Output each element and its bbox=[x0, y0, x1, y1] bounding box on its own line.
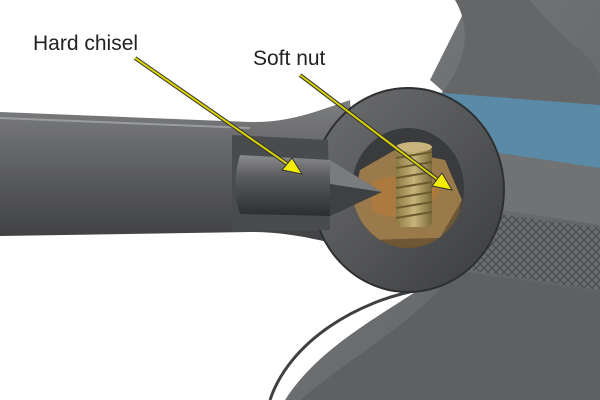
pointer-chisel bbox=[133, 56, 304, 175]
pointer-nut bbox=[298, 73, 453, 191]
vice-lower bbox=[300, 270, 600, 400]
label-hard-chisel: Hard chisel bbox=[33, 32, 139, 55]
vice-jaw-top bbox=[440, 0, 600, 118]
chisel-tip-highlight bbox=[330, 160, 382, 192]
arm-highlight bbox=[0, 117, 251, 129]
vice-blue-paint bbox=[430, 92, 600, 170]
chisel-shaft bbox=[235, 155, 330, 216]
vice-edge bbox=[268, 288, 421, 400]
bolt-top bbox=[396, 142, 432, 152]
pointer-chisel-arrowhead bbox=[281, 157, 304, 175]
pointer-nut-arrowhead bbox=[431, 172, 453, 191]
label-soft-nut: Soft nut bbox=[253, 47, 326, 70]
